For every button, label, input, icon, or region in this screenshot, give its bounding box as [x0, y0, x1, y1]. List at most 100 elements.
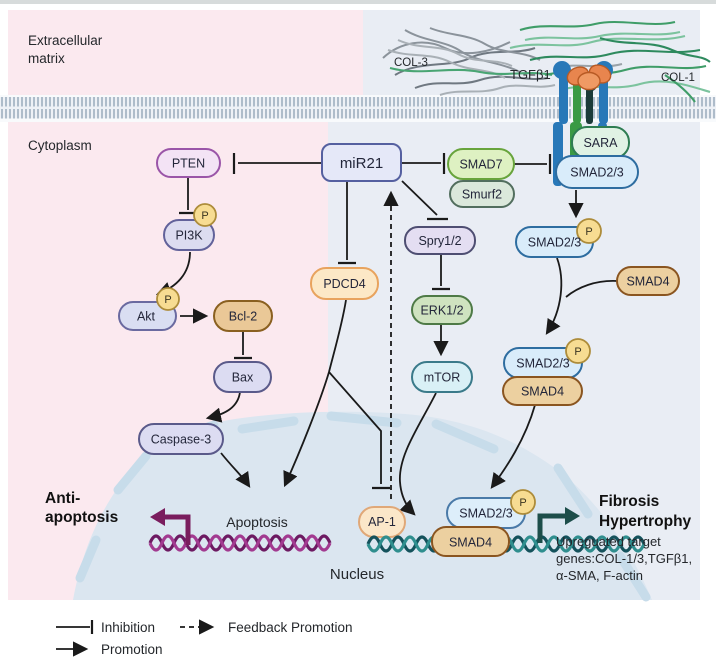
bax-label: Bax: [232, 371, 254, 385]
target-genes-line1: Upreguated target: [556, 534, 661, 549]
edge-caspase3-apoptosis: [220, 452, 251, 488]
complex-phospho-label: P: [574, 346, 581, 358]
spry12-node: Spry1/2: [404, 226, 476, 255]
nuclear-phospho-label: P: [519, 497, 526, 509]
anti-apoptosis-line1: Anti-: [45, 490, 80, 507]
smad-complex-cytoplasm: P SMAD2/3 SMAD4: [502, 338, 591, 406]
sara-label: SARA: [583, 136, 618, 150]
apoptosis-dna: [148, 508, 332, 552]
bcl2-node: Bcl-2: [213, 300, 273, 332]
fibrosis-line1: Fibrosis: [599, 493, 659, 510]
anti-apoptosis-line2: apoptosis: [45, 509, 118, 526]
legend: Inhibition Feedback Promotion Promotion: [56, 619, 353, 657]
mtor-node: mTOR: [411, 361, 473, 393]
col3-label: COL-3: [394, 57, 428, 69]
ap1-node: AP-1: [358, 506, 406, 538]
nuclear-phospho-badge: [510, 489, 536, 515]
smad23-phospho-label: SMAD2/3: [528, 236, 582, 250]
mtor-label: mTOR: [424, 371, 461, 385]
pdcd4-label: PDCD4: [323, 277, 365, 291]
extracellular-label-line1: Extracellular: [28, 33, 103, 48]
promoter-arrowhead-right: [565, 507, 580, 525]
receptor-stem-blue-left: [559, 72, 568, 124]
legend-promotion-label: Promotion: [101, 642, 163, 657]
fibrosis-line2: Hypertrophy: [599, 513, 692, 530]
edge-mtor-promoter: [399, 392, 437, 516]
spry12-label: Spry1/2: [418, 234, 461, 248]
promoter-arrow-fibrosis: [537, 513, 566, 543]
nucleus-body: [73, 411, 652, 600]
caspase3-node: Caspase-3: [138, 423, 224, 455]
edge-smad23p-complex: [545, 257, 563, 335]
edge-pdcd4-apoptosis: [283, 299, 347, 488]
smad7-node: SMAD7: [447, 148, 515, 180]
caspase3-label: Caspase-3: [151, 433, 211, 447]
nucleus-caption: Nucleus: [330, 566, 384, 583]
legend-inhibition-label: Inhibition: [101, 620, 155, 635]
smad-complex-nucleus: P SMAD2/3 SMAD4: [431, 489, 536, 557]
tgfb1-label: TGFβ1: [510, 67, 551, 82]
pten-label: PTEN: [172, 157, 205, 171]
akt-label: Akt: [137, 310, 156, 324]
top-border: [0, 0, 716, 4]
smad4-solo-label: SMAD4: [626, 275, 669, 289]
bcl2-label: Bcl-2: [229, 310, 258, 324]
complex-smad23-label: SMAD2/3: [516, 357, 570, 371]
mir21-label: miR21: [340, 155, 383, 172]
promoter-arrowhead-left: [150, 508, 165, 526]
smad7-label: SMAD7: [459, 158, 502, 172]
col1-fibers: [509, 20, 711, 103]
tgfb1-ligand: [566, 64, 612, 91]
edge-pdcd4-ap1: [328, 371, 382, 484]
receptor-stem-green: [573, 80, 581, 124]
complex-phospho-badge: [565, 338, 591, 364]
smurf2-node: Smurf2: [449, 180, 515, 208]
mir21-node: miR21: [321, 143, 402, 182]
pi3k-node: P PI3K: [163, 203, 217, 251]
akt-phospho-badge: [156, 287, 180, 311]
nuclear-smad23-label: SMAD2/3: [459, 507, 513, 521]
pi3k-phospho-badge: [193, 203, 217, 227]
cell-membrane: [0, 95, 716, 122]
smad23-phospho-badge: [576, 218, 602, 244]
pathway-edges: [155, 153, 618, 516]
edge-mir21-spry: [401, 180, 438, 216]
pten-node: PTEN: [156, 148, 221, 178]
smad23-receptor-node: SMAD2/3: [555, 155, 639, 189]
complex-smad4-label: SMAD4: [521, 385, 564, 399]
target-genes-line3: α-SMA, F-actin: [556, 568, 643, 583]
receptor-stem-blue-right: [599, 72, 608, 124]
extracellular-label-line2: matrix: [28, 51, 65, 66]
promoter-arrow-antiapoptosis: [162, 514, 191, 545]
bax-node: Bax: [213, 361, 272, 393]
akt-node: P Akt: [118, 287, 180, 331]
col3-fibers: [382, 27, 556, 96]
cytoplasm-label: Cytoplasm: [28, 138, 92, 153]
erk12-node: ERK1/2: [411, 295, 473, 325]
edge-bax-caspase3: [205, 391, 241, 423]
edge-smad4-join: [565, 280, 618, 298]
target-genes-line2: genes:COL-1/3,TGFβ1,: [556, 551, 692, 566]
nuclear-smad4-label: SMAD4: [449, 536, 492, 550]
smad23-phospho-node: P SMAD2/3: [515, 218, 602, 258]
smurf2-label: Smurf2: [462, 188, 502, 202]
smad4-solo-node: SMAD4: [616, 266, 680, 296]
smad23-phospho-p: P: [585, 226, 592, 238]
ap1-label: AP-1: [368, 515, 396, 529]
col1-label: COL-1: [661, 72, 695, 84]
pi3k-phospho-label: P: [201, 210, 208, 222]
akt-phospho-label: P: [164, 294, 171, 306]
pathway-nodes: PTEN miR21 SMAD7 Smurf2 SARA SMAD2/3 P P…: [118, 126, 680, 557]
apoptosis-caption: Apoptosis: [226, 514, 287, 530]
edge-complex-nucleus: [490, 404, 536, 489]
pdcd4-node: PDCD4: [310, 267, 379, 300]
sara-node: SARA: [571, 126, 630, 159]
erk12-label: ERK1/2: [420, 304, 463, 318]
receptor-stem-dark: [586, 88, 593, 124]
legend-feedback-label: Feedback Promotion: [228, 620, 353, 635]
pi3k-label: PI3K: [175, 229, 203, 243]
extracellular-pink-region: [8, 10, 363, 97]
smad23-receptor-label: SMAD2/3: [570, 166, 624, 180]
